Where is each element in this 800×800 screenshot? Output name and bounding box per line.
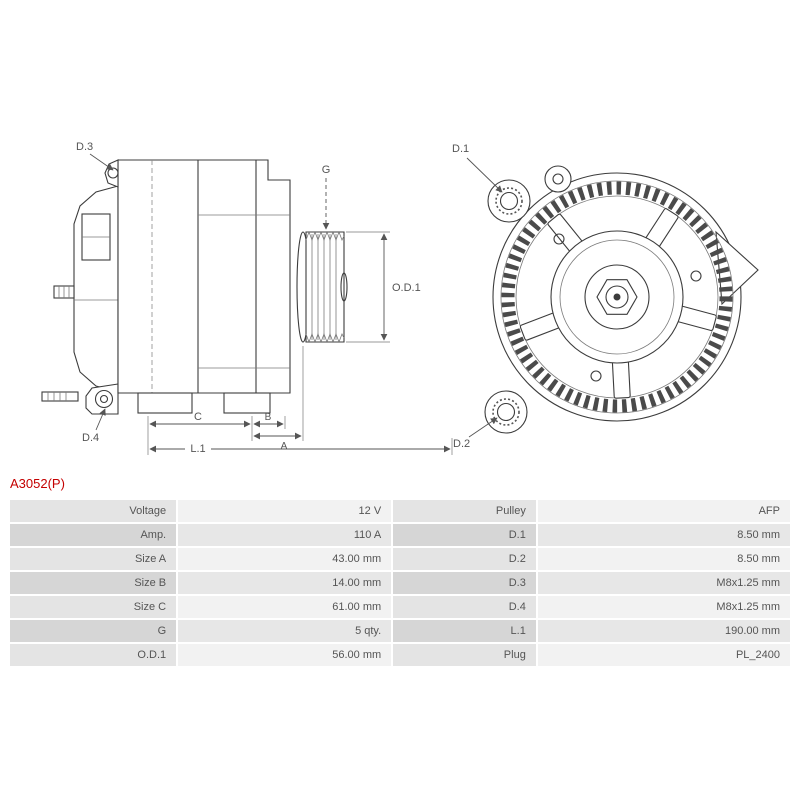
spec-label: L.1 (391, 618, 538, 644)
dim-label-d4: D.4 (82, 432, 99, 444)
pulley-side-view (296, 230, 348, 344)
pulley-front-view (550, 230, 684, 364)
table-row: O.D.1 56.00 mm Plug PL_2400 (7, 642, 793, 668)
front-housing (117, 159, 291, 394)
spec-value: 110 A (176, 522, 394, 548)
spec-value: M8x1.25 mm (535, 570, 793, 596)
spec-value: AFP (535, 498, 793, 524)
dim-label-d1: D.1 (452, 143, 469, 155)
spec-label: O.D.1 (7, 642, 179, 668)
spec-label: Pulley (391, 498, 538, 524)
spec-value: M8x1.25 mm (535, 594, 793, 620)
spec-label: D.4 (391, 594, 538, 620)
dim-label-c: C (194, 411, 202, 423)
spec-value: PL_2400 (535, 642, 793, 668)
alternator-side-view: D.3 D.4 G O.D.1 (41, 141, 453, 455)
front-ear-top (544, 165, 572, 193)
technical-drawing-area: D.3 D.4 G O.D.1 (41, 141, 759, 455)
spec-label: G (7, 618, 179, 644)
spec-value: 61.00 mm (176, 594, 394, 620)
spec-label: D.1 (391, 522, 538, 548)
dim-label-b: B (265, 412, 272, 423)
dim-label-a: A (281, 441, 288, 452)
spec-label: D.3 (391, 570, 538, 596)
cooling-fins (501, 181, 733, 413)
table-row: Size C 61.00 mm D.4 M8x1.25 mm (7, 594, 793, 620)
spec-label: Size B (7, 570, 179, 596)
top-mounting-lug (104, 159, 119, 188)
part-number: A3052(P) (10, 476, 65, 491)
dim-label-l1: L.1 (190, 443, 205, 455)
front-bracket-right (715, 230, 759, 306)
dim-label-d3: D.3 (76, 141, 93, 153)
spec-value: 8.50 mm (535, 546, 793, 572)
spec-label: Plug (391, 642, 538, 668)
dim-label-d2: D.2 (453, 438, 470, 450)
bottom-mounting-lug (85, 383, 119, 415)
spec-value: 56.00 mm (176, 642, 394, 668)
spec-table: Voltage 12 V Pulley AFP Amp. 110 A D.1 8… (7, 498, 793, 668)
spec-value: 43.00 mm (176, 546, 394, 572)
alternator-front-view: D.1 D.2 (452, 143, 759, 450)
table-row: Amp. 110 A D.1 8.50 mm (7, 522, 793, 548)
spec-label: D.2 (391, 546, 538, 572)
spec-value: 190.00 mm (535, 618, 793, 644)
spec-label: Amp. (7, 522, 179, 548)
dim-label-g: G (322, 164, 331, 176)
dim-label-od1: O.D.1 (392, 282, 421, 294)
mounting-foot-rear (137, 392, 193, 414)
table-row: Size B 14.00 mm D.3 M8x1.25 mm (7, 570, 793, 596)
spec-value: 12 V (176, 498, 394, 524)
spec-value: 14.00 mm (176, 570, 394, 596)
front-lug-bottom-left (484, 390, 528, 434)
mounting-foot-front (223, 392, 271, 414)
spec-label: Size C (7, 594, 179, 620)
spec-value: 8.50 mm (535, 522, 793, 548)
spec-label: Size A (7, 546, 179, 572)
table-row: G 5 qty. L.1 190.00 mm (7, 618, 793, 644)
front-lug-top-left (487, 179, 531, 223)
spec-label: Voltage (7, 498, 179, 524)
alternator-technical-drawing: D.3 D.4 G O.D.1 (41, 141, 759, 455)
table-row: Size A 43.00 mm D.2 8.50 mm (7, 546, 793, 572)
spec-value: 5 qty. (176, 618, 394, 644)
table-row: Voltage 12 V Pulley AFP (7, 498, 793, 524)
